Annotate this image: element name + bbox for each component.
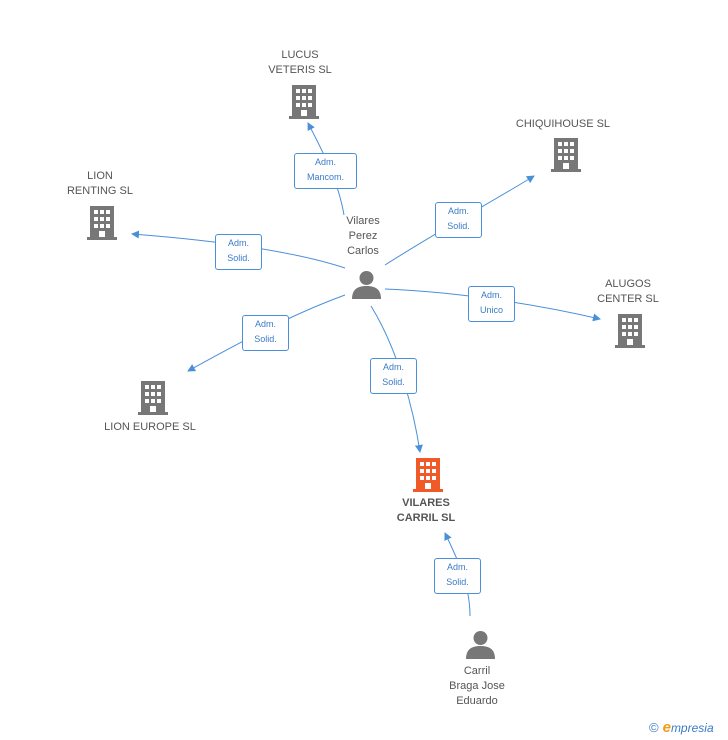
node-label-carril-braga[interactable]: Carril Braga Jose Eduardo (449, 665, 505, 707)
building-icon[interactable] (551, 138, 581, 172)
building-icon[interactable] (138, 381, 168, 415)
node-label-lion-renting[interactable]: LION RENTING SL (66, 170, 133, 197)
node-label-vilares-perez[interactable]: Vilares Perez Carlos (346, 215, 380, 257)
building-icon[interactable] (289, 85, 319, 119)
edge-label-lion-renting[interactable]: Adm. Solid. (215, 234, 262, 270)
brand-logo-text: mpresia (670, 720, 714, 735)
building-icon[interactable] (615, 314, 645, 348)
edge-label-lion-europe[interactable]: Adm. Solid. (242, 315, 289, 351)
node-label-lucus[interactable]: LUCUS VETERIS SL (268, 49, 332, 76)
building-icon[interactable] (87, 206, 117, 240)
edge-label-alugos[interactable]: Adm. Unico (468, 286, 515, 322)
node-label-alugos[interactable]: ALUGOS CENTER SL (597, 278, 659, 305)
node-label-lion-europe[interactable]: LION EUROPE SL (104, 421, 196, 433)
node-label-chiquihouse[interactable]: CHIQUIHOUSE SL (515, 118, 611, 130)
edge-label-carril-vilares[interactable]: Adm. Solid. (434, 558, 481, 594)
node-label-vilares-carril[interactable]: VILARES CARRIL SL (396, 497, 456, 524)
brand-logo-e: e (662, 719, 671, 736)
copyright-symbol: © (649, 720, 659, 735)
building-main-icon[interactable] (413, 458, 443, 492)
person-icon[interactable] (466, 630, 495, 659)
edge-label-vilares-carril[interactable]: Adm. Solid. (370, 358, 417, 394)
edge-label-lucus[interactable]: Adm. Mancom. (294, 153, 357, 189)
brand-footer[interactable]: © e mpresia (649, 719, 714, 736)
edge-label-chiquihouse[interactable]: Adm. Solid. (435, 202, 482, 238)
person-icon[interactable] (352, 270, 381, 299)
